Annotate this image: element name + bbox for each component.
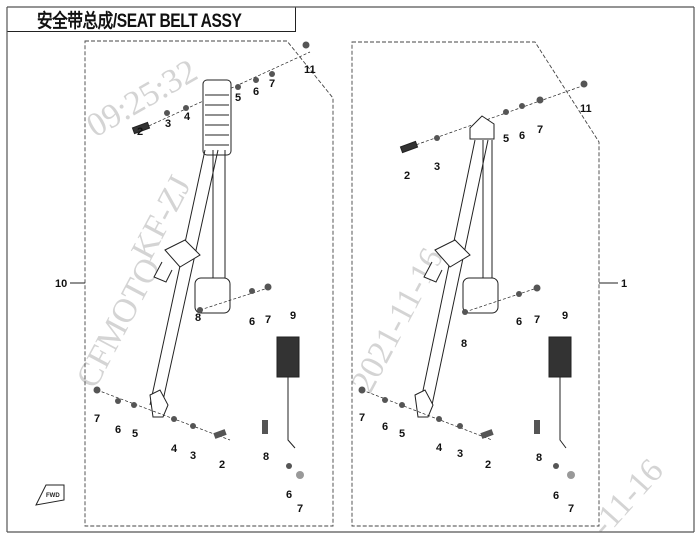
buckle	[276, 336, 300, 378]
right-panel-outline	[351, 41, 600, 527]
callout-buckle: 9	[562, 310, 568, 322]
callout: 8	[195, 312, 201, 324]
callout: 7	[297, 503, 303, 515]
frame	[6, 6, 695, 533]
callout: 8	[536, 452, 542, 464]
callout-assembly-10: 10	[55, 278, 67, 290]
callout: 7	[537, 124, 543, 136]
left-fasteners	[93, 41, 310, 479]
callout: 4	[184, 111, 191, 123]
callout: 5	[132, 428, 138, 440]
callout: 3	[457, 448, 463, 460]
fwd-label: FWD	[46, 493, 60, 499]
anchor-plate	[149, 389, 169, 418]
callout: 7	[94, 413, 100, 425]
callout: 2	[219, 459, 225, 471]
callout: 6	[382, 421, 388, 433]
callout: 6	[253, 86, 259, 98]
title-box: 安全带总成/SEAT BELT ASSY	[7, 7, 296, 32]
callout: 3	[190, 450, 196, 462]
callout: 6	[286, 489, 292, 501]
callout: 11	[580, 103, 592, 115]
belt-tongue	[153, 239, 201, 283]
callout-buckle: 9	[290, 310, 296, 322]
callout: 2	[137, 126, 143, 138]
left-panel-outline	[84, 40, 334, 527]
left-fwd-arrow: FWD	[35, 484, 65, 506]
callout: 6	[249, 316, 255, 328]
right-callouts: 1 2 3 5 6 7 11 8 6 7 9 7 6 5 4 3 2 8 6 7	[359, 103, 627, 515]
callout: 5	[503, 133, 509, 145]
callout: 11	[304, 64, 316, 76]
right-fasteners	[358, 80, 588, 479]
page-title: 安全带总成/SEAT BELT ASSY	[37, 10, 242, 32]
buckle	[548, 336, 572, 378]
right-seat-belt-drawing	[361, 84, 586, 449]
callout: 7	[568, 503, 574, 515]
callout: 3	[165, 118, 171, 130]
callout-assembly-1: 1	[621, 278, 627, 290]
callout: 6	[115, 424, 121, 436]
callout: 6	[553, 490, 559, 502]
callout: 4	[436, 442, 443, 454]
callout: 6	[516, 316, 522, 328]
callout: 2	[485, 459, 491, 471]
callout: 7	[534, 314, 540, 326]
callout: 8	[461, 338, 467, 350]
height-adjuster	[202, 79, 232, 156]
d-ring	[469, 115, 495, 140]
watermark: CFMOTO KF-ZJ 2021-11-16 09:25:32 -11-16	[69, 52, 670, 538]
retractor	[194, 277, 231, 314]
watermark-date-fragment: -11-16	[583, 452, 670, 538]
callout: 5	[235, 92, 241, 104]
callout: 7	[359, 412, 365, 424]
callout: 3	[434, 161, 440, 173]
callout: 5	[399, 428, 405, 440]
callout: 6	[519, 130, 525, 142]
left-callouts: 10 2 3 4 5 6 7 11 8 6 7 9 7 6 5 4 3 2 8 …	[55, 64, 316, 515]
callout: 7	[269, 78, 275, 90]
callout: 2	[404, 170, 410, 182]
anchor-plate	[414, 389, 434, 418]
watermark-brand: CFMOTO	[69, 252, 168, 394]
callout: 7	[265, 314, 271, 326]
callout: 8	[263, 451, 269, 463]
callout: 4	[171, 443, 178, 455]
belt-tongue	[423, 239, 471, 283]
retractor	[462, 277, 499, 314]
left-seat-belt-drawing	[96, 51, 311, 449]
